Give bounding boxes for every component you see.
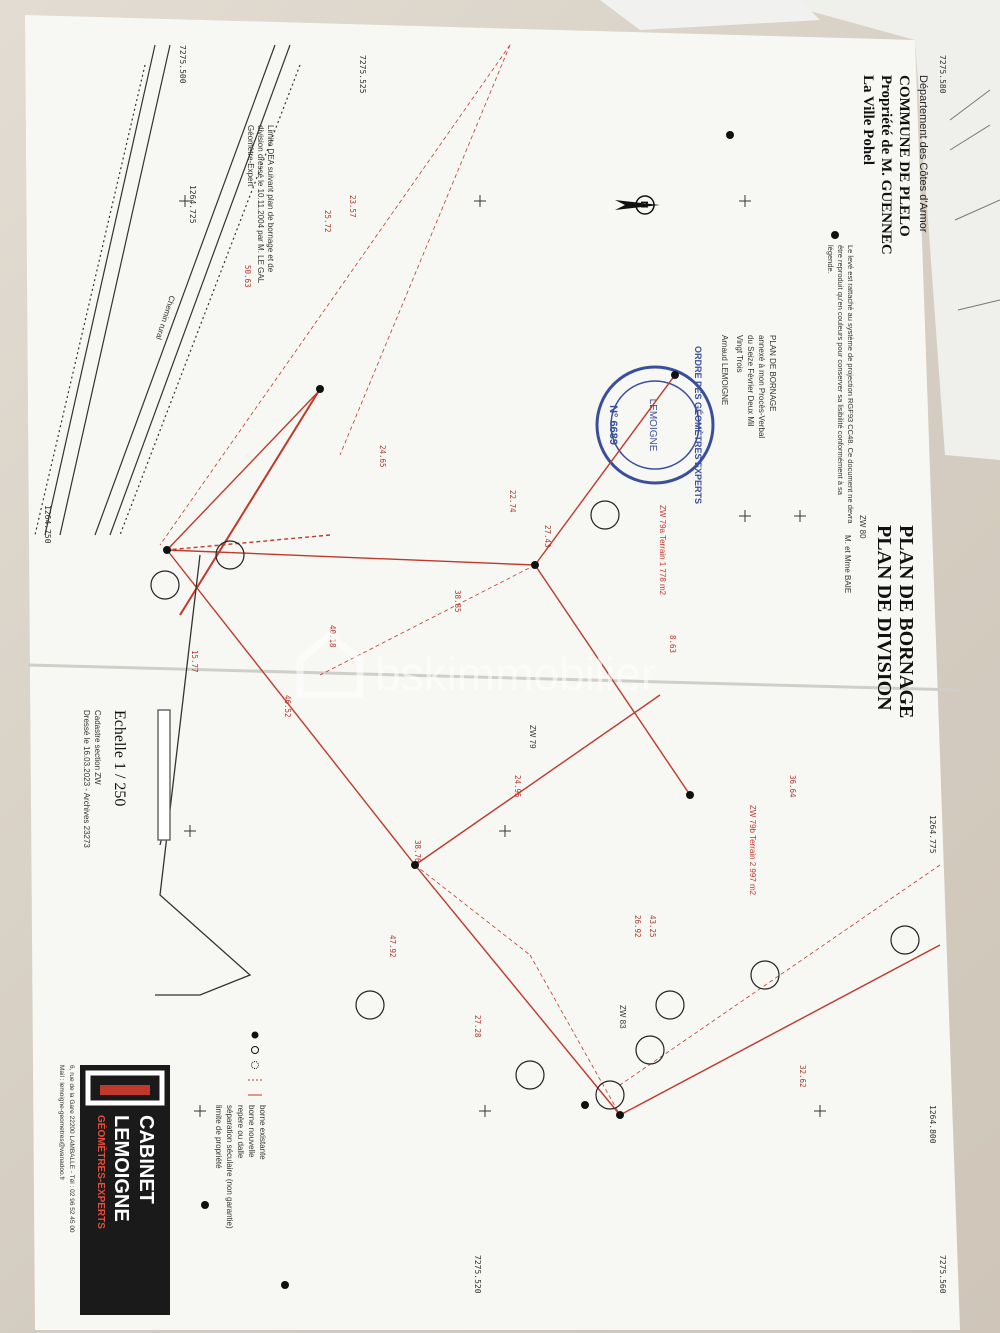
cabinet-logo-block: CABINET LEMOIGNE GÉOMÈTRES-EXPERTS — [80, 1065, 170, 1315]
property-limits — [166, 374, 941, 1116]
grid-crosses — [179, 195, 826, 1117]
cabinet-line-3: GÉOMÈTRES-EXPERTS — [95, 1115, 108, 1229]
back-sheet-top — [600, 0, 820, 30]
dim-0: 23.57 — [348, 195, 357, 218]
cabinet-line-1: CABINET — [135, 1115, 157, 1204]
dim-11: 36.64 — [788, 775, 797, 798]
cabinet-mail: Mail : lemoigne-geometres@wanadoo.fr — [58, 1065, 65, 1181]
dim-13: 38.76 — [413, 840, 422, 863]
back-sheet — [770, 0, 1000, 460]
projection-note-text: Le levé est rattaché au système de proje… — [826, 245, 856, 524]
dim-4: 22.74 — [508, 490, 517, 513]
commune-title: COMMUNE DE PLELO — [896, 75, 912, 237]
dim-2: 50.63 — [243, 265, 252, 288]
cabinet-address: 6, rue de la Gare 22200 LAMBALLE - Tél :… — [68, 1065, 75, 1233]
dim-12: 24.95 — [513, 775, 522, 798]
bskimmobilier-watermark: bskimmobilier — [296, 630, 656, 700]
dim-17: 27.28 — [473, 1015, 482, 1038]
dim-8: 15.77 — [190, 650, 199, 673]
proprietaire-label: M. et Mme BAIE — [843, 535, 852, 593]
dim-14: 43.25 — [648, 915, 657, 938]
parcel-zw83: ZW 83 — [618, 1005, 627, 1029]
propriete-title: Propriété de M. GUENNEC — [878, 75, 894, 255]
building-outline — [155, 554, 252, 996]
cabinet-line-2: LEMOIGNE — [110, 1115, 132, 1222]
pv-line-1: PLAN DE BORNAGE — [768, 335, 777, 411]
pv-block: PLAN DE BORNAGE annexé à mon Procès-Verb… — [720, 335, 777, 438]
plan-division-title: PLAN DE DIVISION — [873, 525, 895, 711]
plan-content: Département des Côtes d'Armor COMMUNE DE… — [34, 44, 947, 1315]
paper-sheet — [25, 15, 960, 1330]
pv-line-5: Arnaud LEMOIGNE — [720, 335, 729, 405]
legend-item-3: séparation séculaire (non garantie) — [225, 1105, 234, 1229]
dim-5: 27.43 — [543, 525, 552, 548]
pv-line-3: du Seize Février Deux Mil — [746, 335, 755, 427]
departement-text: Département des Côtes d'Armor — [917, 75, 929, 233]
boundary-markers — [163, 131, 839, 1289]
dim-3: 24.65 — [378, 445, 387, 468]
plan-bornage-title: PLAN DE BORNAGE — [895, 525, 917, 718]
dim-16: 47.92 — [388, 935, 397, 958]
parcel-zw80: ZW 80 — [858, 515, 867, 539]
coord-x-3: 1264.775 — [928, 815, 937, 854]
coord-y-bottom-right: 7275.560 — [938, 1255, 947, 1294]
parcel-zw79b: ZW 79b Terrain 2 997 m2 — [748, 805, 757, 896]
dim-10: 8.63 — [668, 635, 677, 653]
chemin-rural — [34, 44, 301, 536]
watermark-text: bskimmobilier — [375, 648, 656, 700]
coord-y-mid: 7275.525 — [358, 55, 367, 94]
north-arrow-icon: N — [615, 195, 660, 215]
lieu-title: La Ville Pohel — [860, 75, 876, 165]
dim-15: 26.92 — [633, 915, 642, 938]
dim-9: 46.52 — [283, 695, 292, 718]
stamp-ring-text: ORDRE DES GÉOMÈTRES EXPERTS — [693, 346, 703, 504]
dim-6: 38.85 — [453, 590, 462, 613]
coord-y-top: 7275.580 — [938, 55, 947, 94]
cadastre-label: Cadastre section ZW — [93, 710, 102, 785]
stamp-number: N° 6689 — [607, 405, 619, 445]
legend-item-4: limite de propriété — [214, 1105, 223, 1169]
surveyor-stamp: ORDRE DES GÉOMÈTRES EXPERTS LEMOIGNE N° … — [595, 346, 715, 504]
dresse-label: Dressé le 16.03.2023 - Archives 23273 — [82, 710, 91, 848]
dim-18: 32.62 — [798, 1065, 807, 1088]
tree-symbols — [150, 500, 920, 1110]
legend: borne existante borne nouvelle repère ou… — [214, 1031, 267, 1229]
pv-line-4: Vingt Trois — [735, 335, 744, 373]
scale-label: Echelle 1 / 250 — [111, 710, 128, 806]
coord-x-4: 1264.800 — [928, 1105, 937, 1144]
projection-note: Le levé est rattaché au système de proje… — [826, 245, 856, 524]
parcel-zw79a: ZW 79a Terrain 1 778 m2 — [658, 505, 667, 596]
house-logo-icon — [296, 630, 364, 699]
back-sheet-lines — [949, 89, 1000, 311]
coord-x-1: 1264.725 — [188, 185, 197, 224]
triangulation-lines — [159, 44, 941, 1116]
stamp-name: LEMOIGNE — [647, 399, 658, 452]
coord-y-left: 7275.500 — [178, 45, 187, 84]
legend-item-1: borne nouvelle — [247, 1105, 256, 1158]
legend-item-2: repère ou dalle — [236, 1105, 245, 1159]
fold-line — [27, 663, 961, 692]
pv-line-2: annexé à mon Procès-Verbal — [757, 335, 766, 438]
parcel-zw79: ZW 79 — [528, 725, 537, 749]
legend-item-0: borne existante — [258, 1105, 267, 1160]
dim-1: 25.72 — [323, 210, 332, 233]
coord-y-bottom-mid: 7275.520 — [473, 1255, 482, 1294]
